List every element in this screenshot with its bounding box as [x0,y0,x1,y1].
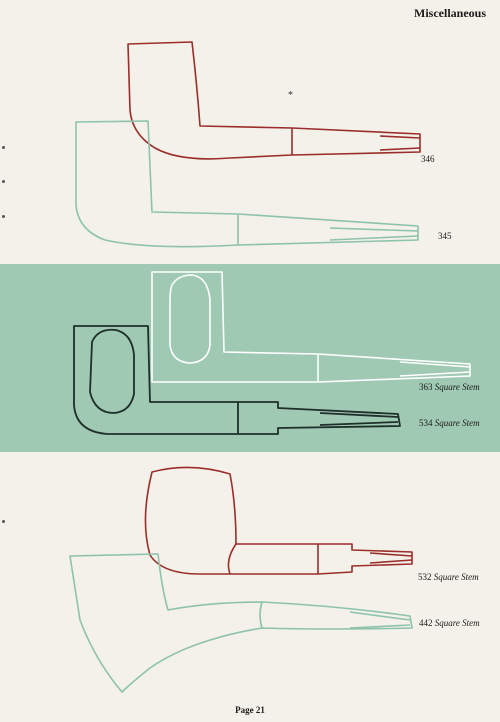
pipe-532-label: 532 Square Stem [418,572,479,582]
page-number: Page 21 [235,705,265,715]
pipe-442-label: 442 Square Stem [419,618,480,628]
pipe-442-drawing [69,553,413,693]
pipe-534-label: 534 Square Stem [419,418,480,428]
pipe-346-label: 346 [421,154,435,164]
pipe-345-label: 345 [438,231,452,241]
pipe-345-drawing [75,120,419,248]
pipe-363-label: 363 Square Stem [419,382,480,392]
pipe-346-drawing [127,41,421,160]
section-title: Miscellaneous [414,6,486,20]
pipe-363-drawing [151,271,471,383]
green-band [0,264,500,452]
pipe-532-drawing [144,466,413,575]
pipe-534-drawing [73,325,401,435]
printer-mark: * [288,90,293,101]
